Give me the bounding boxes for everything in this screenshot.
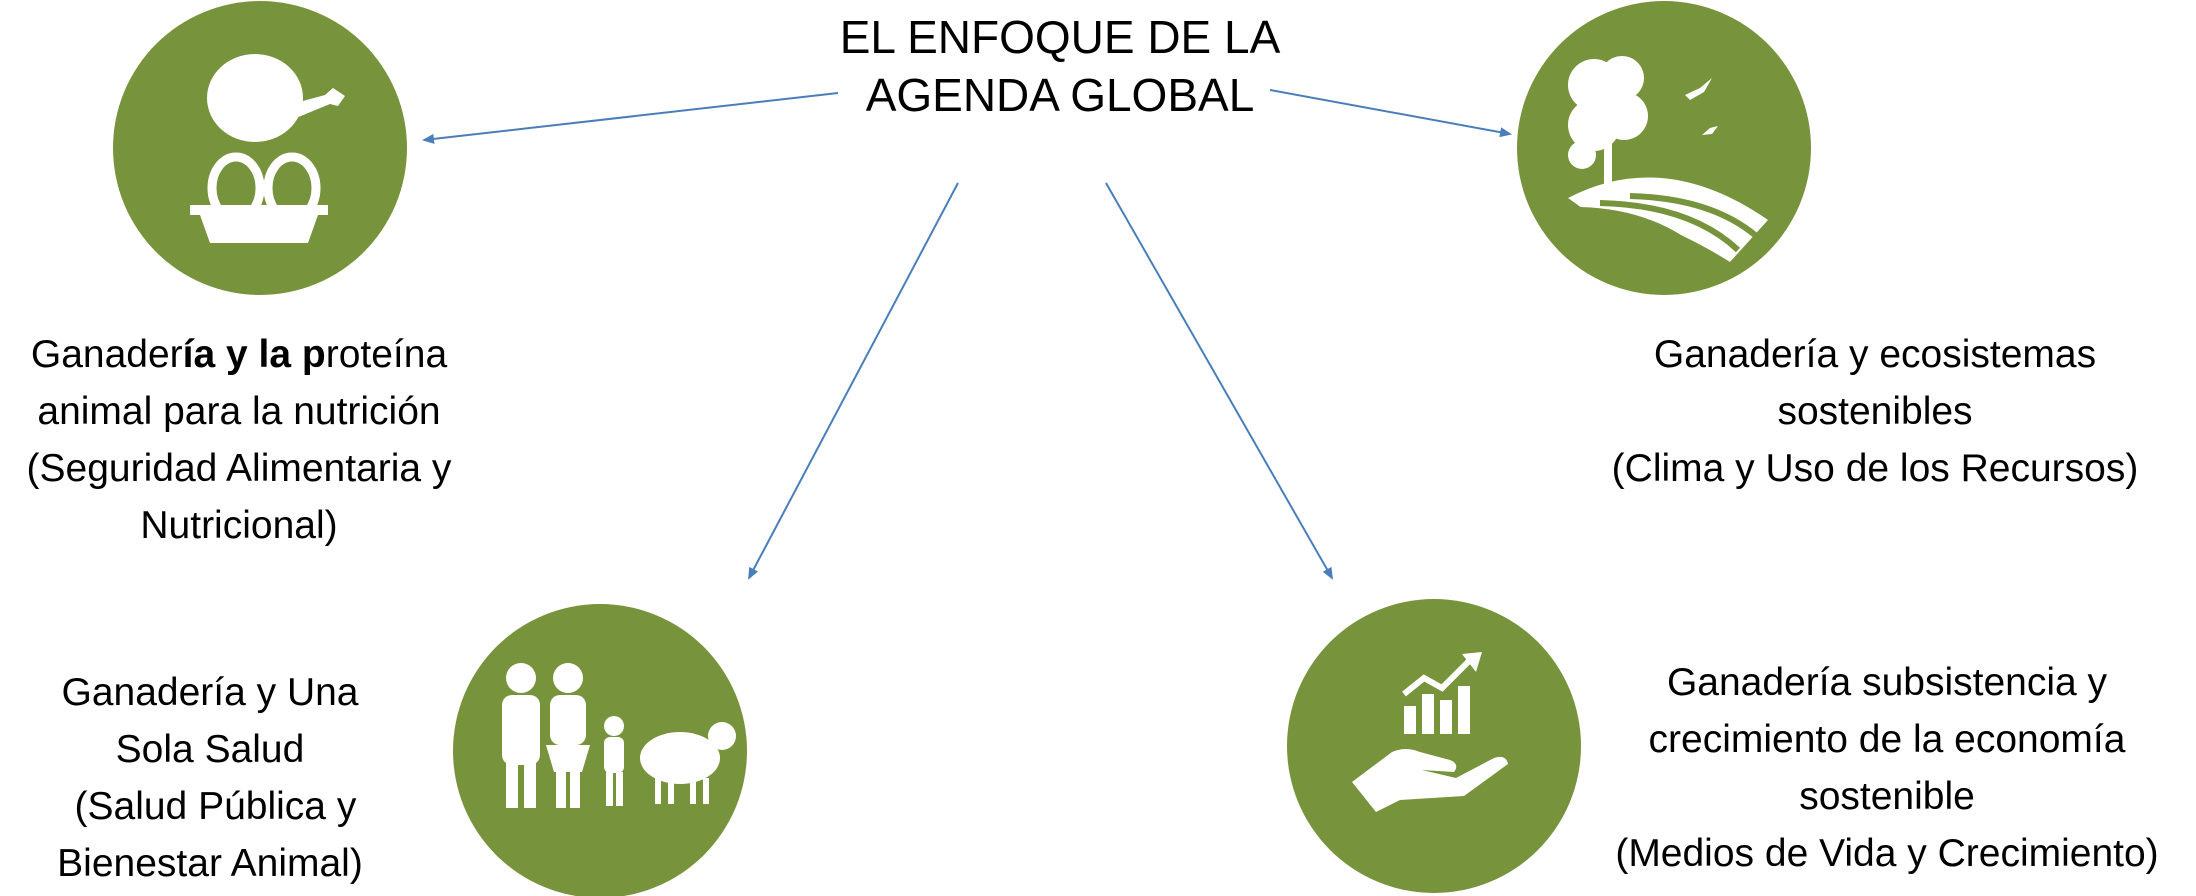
title-line2: AGENDA GLOBAL xyxy=(865,69,1255,121)
health-label-line4: Bienestar Animal) xyxy=(57,842,363,885)
health-circle xyxy=(453,604,747,896)
nutrition-line1-part-b: ía y la p xyxy=(182,333,326,376)
diagram-title: EL ENFOQUE DE LA AGENDA GLOBAL xyxy=(760,8,1360,124)
tree-field-birds-icon xyxy=(1568,56,1768,262)
economy-label-line4: (Medios de Vida y Crecimiento) xyxy=(1615,832,2159,875)
economy-label-line1: Ganadería subsistencia y xyxy=(1666,661,2108,704)
health-label-line3: (Salud Pública y xyxy=(63,785,357,828)
nutrition-label-line3: (Seguridad Alimentaria y xyxy=(26,447,452,490)
hand-growth-chart-icon xyxy=(1352,652,1508,812)
economy-label: Ganadería subsistencia y crecimiento de … xyxy=(1578,654,2196,882)
economy-label-line3: sostenible xyxy=(1799,775,1975,818)
health-label: Ganadería y Una Sola Salud (Salud Públic… xyxy=(0,664,420,892)
economy-label-line2: crecimiento de la economía xyxy=(1648,718,2126,761)
chicken-eggs-icon xyxy=(190,54,345,243)
nutrition-label-line2: animal para la nutrición xyxy=(37,390,441,433)
arrow-to-ecosystems xyxy=(1269,89,1512,138)
nutrition-line1-part-a: Ganader xyxy=(30,333,183,376)
arrow-to-health xyxy=(748,182,959,580)
ecosystems-label-line2: sostenibles xyxy=(1777,390,1973,433)
nutrition-label-line1: Ganadería y la proteína xyxy=(0,326,478,383)
ecosystems-label-line1: Ganadería y ecosistemas xyxy=(1653,333,2097,376)
nutrition-line1-part-c: roteína xyxy=(325,333,448,376)
arrow-to-economy xyxy=(1105,182,1333,580)
nutrition-label-line4: Nutricional) xyxy=(140,504,338,547)
nutrition-circle xyxy=(113,1,407,295)
nutrition-label: Ganadería y la proteína animal para la n… xyxy=(0,326,478,554)
health-label-line2: Sola Salud xyxy=(115,728,305,771)
arrow-to-nutrition xyxy=(422,92,839,144)
ecosystems-label-line3: (Clima y Uso de los Recursos) xyxy=(1611,447,2139,490)
family-sheep-icon xyxy=(502,663,736,808)
health-label-line1: Ganadería y Una xyxy=(61,671,359,714)
ecosystems-label: Ganadería y ecosistemas sostenibles (Cli… xyxy=(1560,326,2190,497)
ecosystems-circle xyxy=(1517,1,1811,295)
economy-circle xyxy=(1287,599,1581,893)
title-line1: EL ENFOQUE DE LA xyxy=(839,11,1281,63)
